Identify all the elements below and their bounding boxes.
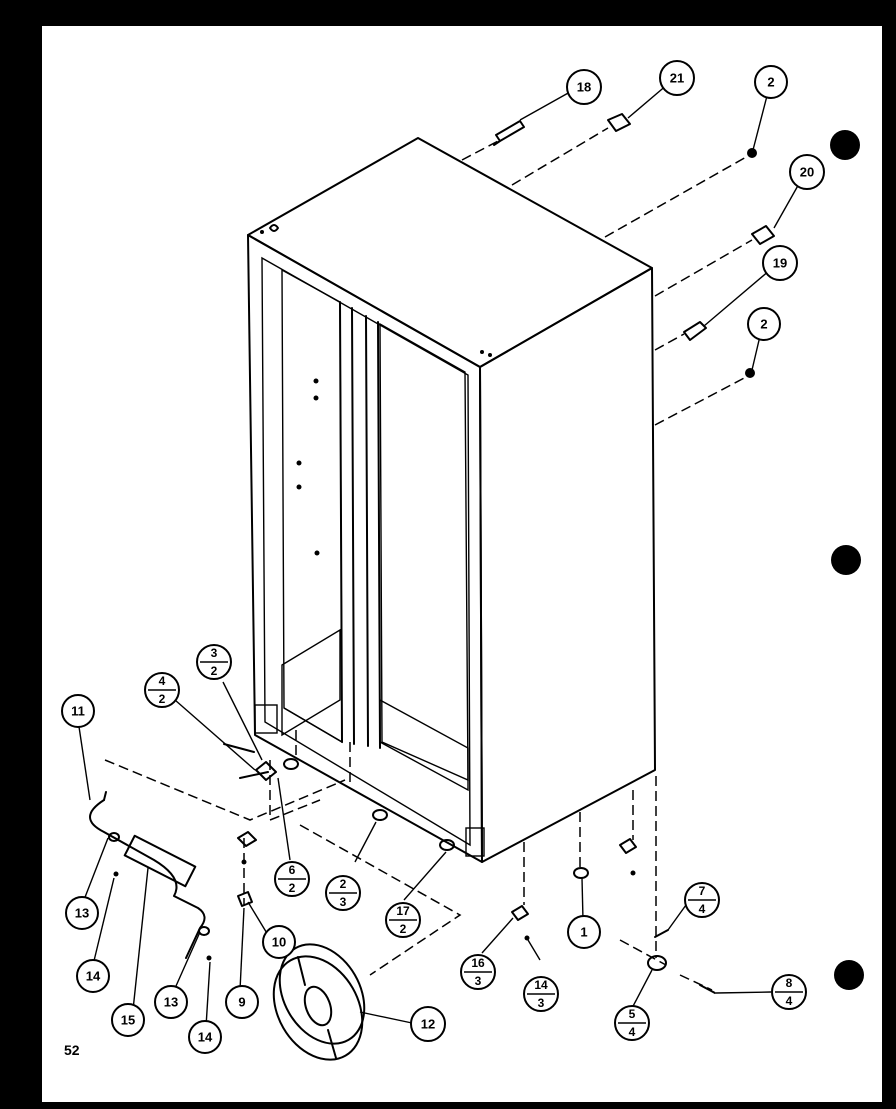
callout-15-label: 15	[121, 1013, 135, 1028]
callout-9: 9	[225, 985, 259, 1019]
callout-14-left-label: 14	[86, 969, 101, 984]
callout-6-2-top: 6	[289, 863, 296, 877]
callout-11-label: 11	[71, 704, 85, 719]
callout-20: 20	[789, 154, 825, 190]
part-2-screw-top	[747, 148, 757, 158]
callout-15: 15	[111, 1003, 145, 1037]
callout-2-top: 2	[754, 65, 788, 99]
callout-2-3: 2 3	[325, 875, 361, 911]
callout-5-4-bottom: 4	[629, 1025, 636, 1039]
callout-6-2-bottom: 2	[289, 881, 296, 895]
callout-2-3-bottom: 3	[340, 895, 347, 909]
callout-8-4-top: 8	[786, 976, 793, 990]
callout-7-4-bottom: 4	[699, 902, 706, 916]
callout-14-left: 14	[76, 959, 110, 993]
part-3-valve	[255, 761, 277, 781]
callout-3-2-bottom: 2	[211, 664, 218, 678]
callout-5-4-top: 5	[629, 1007, 636, 1021]
callout-10-label: 10	[272, 935, 286, 950]
callout-21-label: 21	[670, 71, 684, 86]
callout-13-right: 13	[154, 985, 188, 1019]
callout-4-2-top: 4	[159, 674, 166, 688]
part-19-bracket	[683, 321, 707, 341]
callout-19-label: 19	[773, 256, 787, 271]
callout-13-left: 13	[65, 896, 99, 930]
page-number: 52	[64, 1042, 80, 1058]
callout-2-3-top: 2	[340, 877, 347, 891]
callout-2-right-label: 2	[760, 317, 767, 332]
callout-17-2-bottom: 2	[400, 922, 407, 936]
callout-13-right-label: 13	[164, 995, 178, 1010]
part-2-screw-right	[745, 368, 755, 378]
callout-10: 10	[262, 925, 296, 959]
bottom-parts	[89, 730, 716, 1061]
cabinet	[247, 137, 656, 863]
callout-14-3: 14 3	[523, 976, 559, 1012]
callout-13-left-label: 13	[75, 906, 89, 921]
part-21-fitting	[607, 113, 631, 132]
part-15-filter	[123, 834, 197, 888]
leader-lines	[77, 681, 772, 1028]
callout-18-label: 18	[577, 80, 591, 95]
callout-1-label: 1	[580, 925, 587, 940]
callout-14-3-top: 14	[534, 978, 548, 992]
callout-19: 19	[762, 245, 798, 281]
diagram-sheet	[42, 26, 882, 1102]
callout-2-top-label: 2	[767, 75, 774, 90]
callout-14-right: 14	[188, 1020, 222, 1054]
callout-18: 18	[566, 69, 602, 105]
callout-3-2-top: 3	[211, 646, 218, 660]
callout-9-label: 9	[238, 995, 245, 1010]
callout-14-3-bottom: 3	[538, 996, 545, 1010]
callout-17-2: 17 2	[385, 902, 421, 938]
callout-2-right: 2	[747, 307, 781, 341]
callout-4-2: 4 2	[144, 672, 180, 708]
part-12-insulation-ring	[272, 943, 366, 1061]
part-18-valve	[493, 120, 525, 146]
part-5-grommet	[647, 955, 667, 971]
callout-7-4-top: 7	[699, 884, 706, 898]
callout-14-right-label: 14	[198, 1030, 213, 1045]
part-20-fitting	[751, 225, 775, 245]
callout-21: 21	[659, 60, 695, 96]
callout-6-2: 6 2	[274, 861, 310, 897]
callout-16-3: 16 3	[460, 954, 496, 990]
callout-1: 1	[567, 915, 601, 949]
callout-5-4: 5 4	[614, 1005, 650, 1041]
callout-12: 12	[410, 1006, 446, 1042]
callout-17-2-top: 17	[396, 904, 410, 918]
binder-hole-bottom	[834, 960, 864, 990]
callout-3-2: 3 2	[196, 644, 232, 680]
callout-20-label: 20	[800, 165, 814, 180]
binder-hole-middle	[831, 545, 861, 575]
callout-8-4: 8 4	[771, 974, 807, 1010]
callout-16-3-bottom: 3	[475, 974, 482, 988]
callout-8-4-bottom: 4	[786, 994, 793, 1008]
rear-fittings	[461, 83, 801, 426]
callout-12-label: 12	[421, 1017, 435, 1032]
callout-4-2-bottom: 2	[159, 692, 166, 706]
binder-hole-top	[830, 130, 860, 160]
callout-7-4: 7 4	[684, 882, 720, 918]
callout-16-3-top: 16	[471, 956, 485, 970]
callout-11: 11	[61, 694, 95, 728]
